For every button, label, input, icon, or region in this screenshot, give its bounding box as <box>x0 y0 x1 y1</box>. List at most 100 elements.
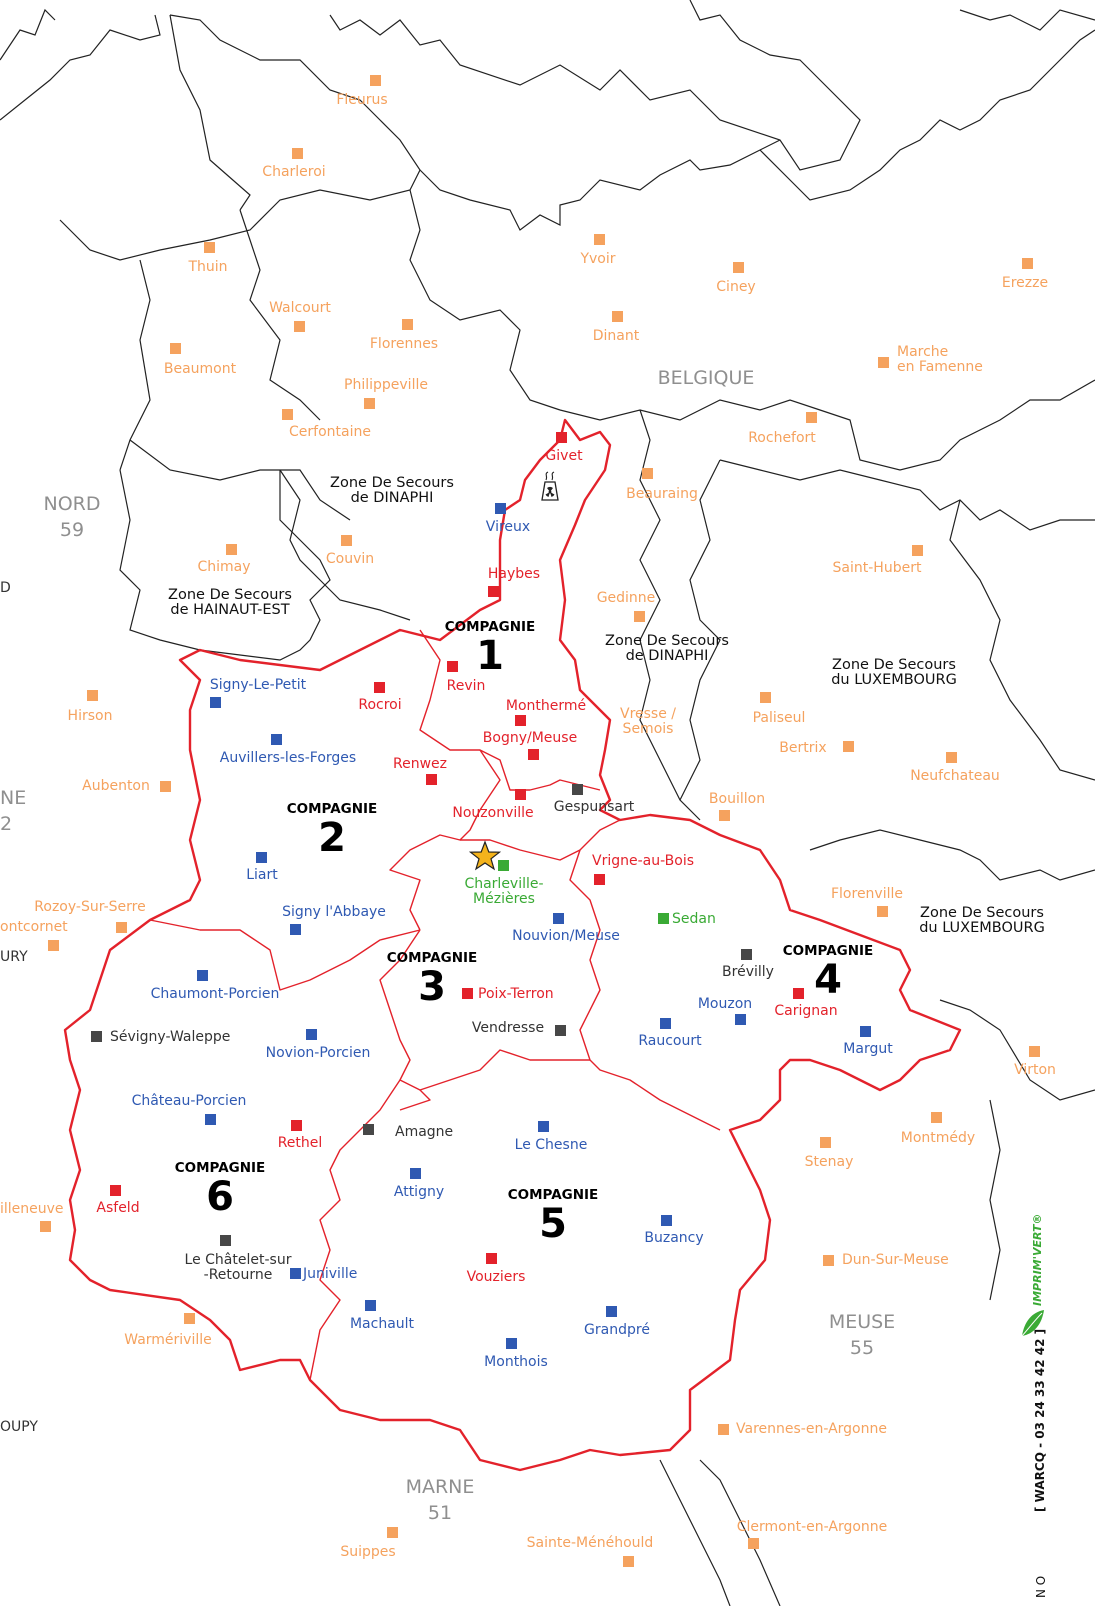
town-label: Florenville <box>830 886 904 902</box>
town-marker <box>556 432 567 443</box>
town-marker <box>402 319 413 330</box>
company-1-title: COMPAGNIE <box>444 619 536 635</box>
town-marker <box>363 1124 374 1135</box>
town-marker <box>410 1168 421 1179</box>
town-label: Ciney <box>716 279 756 295</box>
phone-label: [ WARCQ - 03 24 33 42 42 ] <box>1033 1328 1047 1512</box>
boundary-chimay <box>129 439 351 521</box>
town-label: Nouzonville <box>452 805 534 821</box>
town-marker <box>462 988 473 999</box>
company-3-number: 3 <box>418 964 446 1010</box>
town-marker <box>538 1121 549 1132</box>
company-3-title: COMPAGNIE <box>386 950 478 966</box>
town-label: Beaumont <box>163 361 237 377</box>
town-label: Raucourt <box>638 1033 702 1049</box>
town-label: Nouvion/Meuse <box>512 928 620 944</box>
town-label: Buzancy <box>644 1230 704 1246</box>
town-marker <box>220 1235 231 1246</box>
town-marker <box>515 715 526 726</box>
company-4-title: COMPAGNIE <box>782 943 874 959</box>
company-5-title: COMPAGNIE <box>507 1187 599 1203</box>
town-label: Sévigny-Waleppe <box>110 1029 231 1045</box>
town-label: Renwez <box>393 756 447 772</box>
town-label: Varennes-en-Argonne <box>736 1421 887 1437</box>
town-marker <box>205 1114 216 1125</box>
town-marker <box>823 1255 834 1266</box>
boundary-hainaut <box>59 14 421 261</box>
town-label: Monthermé <box>505 698 587 714</box>
town-marker <box>793 988 804 999</box>
company-3-boundary <box>460 819 621 861</box>
town-label: Haybes <box>487 566 541 582</box>
town-label: Walcourt <box>269 300 331 316</box>
edge-fragment-label: URY <box>0 949 28 965</box>
town-label: Le Chesne <box>514 1137 588 1153</box>
boundary-lux-mid <box>719 459 1095 531</box>
town-label: Chaumont-Porcien <box>150 986 280 1002</box>
town-label: Brévilly <box>722 964 774 980</box>
town-marker <box>495 503 506 514</box>
town-marker <box>660 1018 671 1029</box>
town-marker <box>160 781 171 792</box>
company-1-boundary <box>419 629 601 791</box>
town-marker <box>658 913 669 924</box>
boundary-meuse <box>989 1099 1001 1301</box>
company-5-top <box>399 1089 431 1111</box>
company-2-title: COMPAGNIE <box>286 801 378 817</box>
town-marker <box>486 1253 497 1264</box>
town-label: Asfeld <box>96 1200 140 1216</box>
town-label: Beauraing <box>626 486 698 502</box>
town-label: Margut <box>843 1041 893 1057</box>
town-label: Amagne <box>395 1124 454 1140</box>
town-label: Erezze <box>1001 275 1049 291</box>
town-marker <box>197 970 208 981</box>
town-label: Yvoir <box>580 251 616 267</box>
boundary-west-1 <box>0 8 56 61</box>
town-marker <box>661 1215 672 1226</box>
town-marker <box>170 343 181 354</box>
company-1-boundary-b <box>389 749 501 931</box>
town-marker <box>91 1031 102 1042</box>
town-marker <box>290 1268 301 1279</box>
town-marker <box>806 412 817 423</box>
town-label: Bertrix <box>779 740 827 756</box>
town-marker <box>931 1112 942 1123</box>
town-label: Thuin <box>188 259 228 275</box>
company-1-number: 1 <box>476 633 504 679</box>
town-marker <box>290 924 301 935</box>
town-label: Grandpré <box>584 1322 650 1338</box>
town-label: Rocroi <box>358 697 402 713</box>
company-6-title: COMPAGNIE <box>174 1160 266 1176</box>
town-marker <box>594 234 605 245</box>
company-3-west <box>379 929 590 1091</box>
town-marker <box>719 810 730 821</box>
town-label: Cerfontaine <box>289 424 371 440</box>
town-marker <box>733 262 744 273</box>
town-label: Vouziers <box>466 1269 526 1285</box>
town-marker <box>110 1185 121 1196</box>
corner-fragment-label: N O <box>1034 1575 1048 1598</box>
town-marker <box>612 311 623 322</box>
boundary-walcourt <box>239 209 321 421</box>
town-marker <box>760 692 771 703</box>
edge-fragment-label: OUPY <box>0 1419 38 1435</box>
town-label: Charleville-Mézières <box>464 876 544 907</box>
company-6-number: 6 <box>206 1174 234 1220</box>
town-marker <box>204 242 215 253</box>
company-2-number: 2 <box>318 815 346 861</box>
town-marker <box>498 860 509 871</box>
town-marker <box>426 774 437 785</box>
boundary-namur <box>419 139 781 231</box>
town-label: Château-Porcien <box>131 1093 247 1109</box>
town-label: Vresse /Semois <box>619 706 677 737</box>
boundary-hainaut-est <box>119 469 331 661</box>
town-marker <box>1022 258 1033 269</box>
company-2-6-boundary <box>109 919 421 991</box>
town-label: Le Châtelet-sur-Retourne <box>184 1252 292 1283</box>
boundary-dinaphi <box>279 469 411 621</box>
town-marker <box>488 586 499 597</box>
